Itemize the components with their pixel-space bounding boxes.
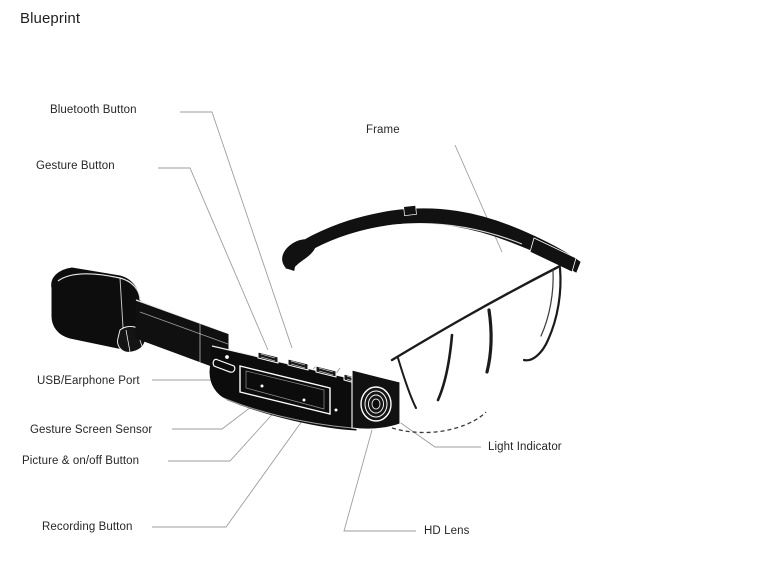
right-hinge-end (529, 237, 577, 273)
right-temple-hinge-block (403, 205, 417, 216)
right-temple-highlight (299, 223, 523, 259)
callout-label-bluetooth-button: Bluetooth Button (50, 104, 137, 116)
callout-label-usb-earphone-port: USB/Earphone Port (37, 375, 140, 387)
page-title: Blueprint (20, 10, 81, 27)
battery-housing-top-highlight (57, 273, 141, 301)
gesture-screen-sensor-panel (239, 365, 331, 415)
temple-joint-seam-a (125, 329, 131, 353)
callout-leader-lines (152, 111, 503, 532)
callout-label-recording-button: Recording Button (42, 521, 133, 533)
gesture-button-ridges (290, 360, 306, 369)
usb-earphone-port-slot (212, 358, 236, 373)
left-temple-shaft-mid-seam (139, 311, 229, 345)
frame-top-bar (390, 264, 562, 362)
right-temple-ear-tip (282, 239, 316, 271)
leader-gesture-button (158, 167, 269, 351)
callout-label-frame: Frame (366, 124, 400, 136)
hd-lens-ring-outer (364, 390, 388, 418)
leader-hd-lens (343, 429, 416, 532)
nose-bridge-left (436, 333, 454, 402)
leader-bluetooth-button (180, 111, 293, 349)
right-lens-rim (522, 266, 562, 362)
callout-label-gesture-button: Gesture Button (36, 160, 115, 172)
callout-label-light-indicator: Light Indicator (488, 441, 562, 453)
callout-label-picture-on-off-button: Picture & on/off Button (22, 455, 140, 467)
leader-light-indicator (387, 413, 481, 448)
left-temple-electronics-arm (51, 267, 487, 434)
mic-hole-3 (334, 408, 338, 412)
electronics-block-bottom-edge (213, 393, 353, 429)
callout-label-hd-lens: HD Lens (424, 525, 470, 537)
left-temple-shaft-top-edge (135, 299, 231, 335)
right-lens-rim-inner (540, 269, 554, 337)
frame-wire-rims (390, 264, 562, 409)
mic-hole-1 (260, 384, 264, 388)
left-lens-rim (397, 357, 417, 409)
gesture-screen-sensor-inner (245, 370, 325, 410)
hd-lens-ring-inner (371, 398, 381, 410)
right-temple-body (285, 208, 581, 273)
picture-on-off-button-ridges (318, 367, 334, 376)
hd-lens-ring-mid (368, 394, 384, 414)
right-temple-arm (282, 205, 581, 273)
near-lens-dotted-edge (391, 411, 487, 434)
port-indicator-dot (225, 355, 229, 359)
callout-label-gesture-screen-sensor: Gesture Screen Sensor (30, 424, 153, 436)
mic-hole-2 (302, 398, 306, 402)
nose-bridge-right (485, 308, 493, 374)
bluetooth-button-ridges (260, 353, 276, 362)
